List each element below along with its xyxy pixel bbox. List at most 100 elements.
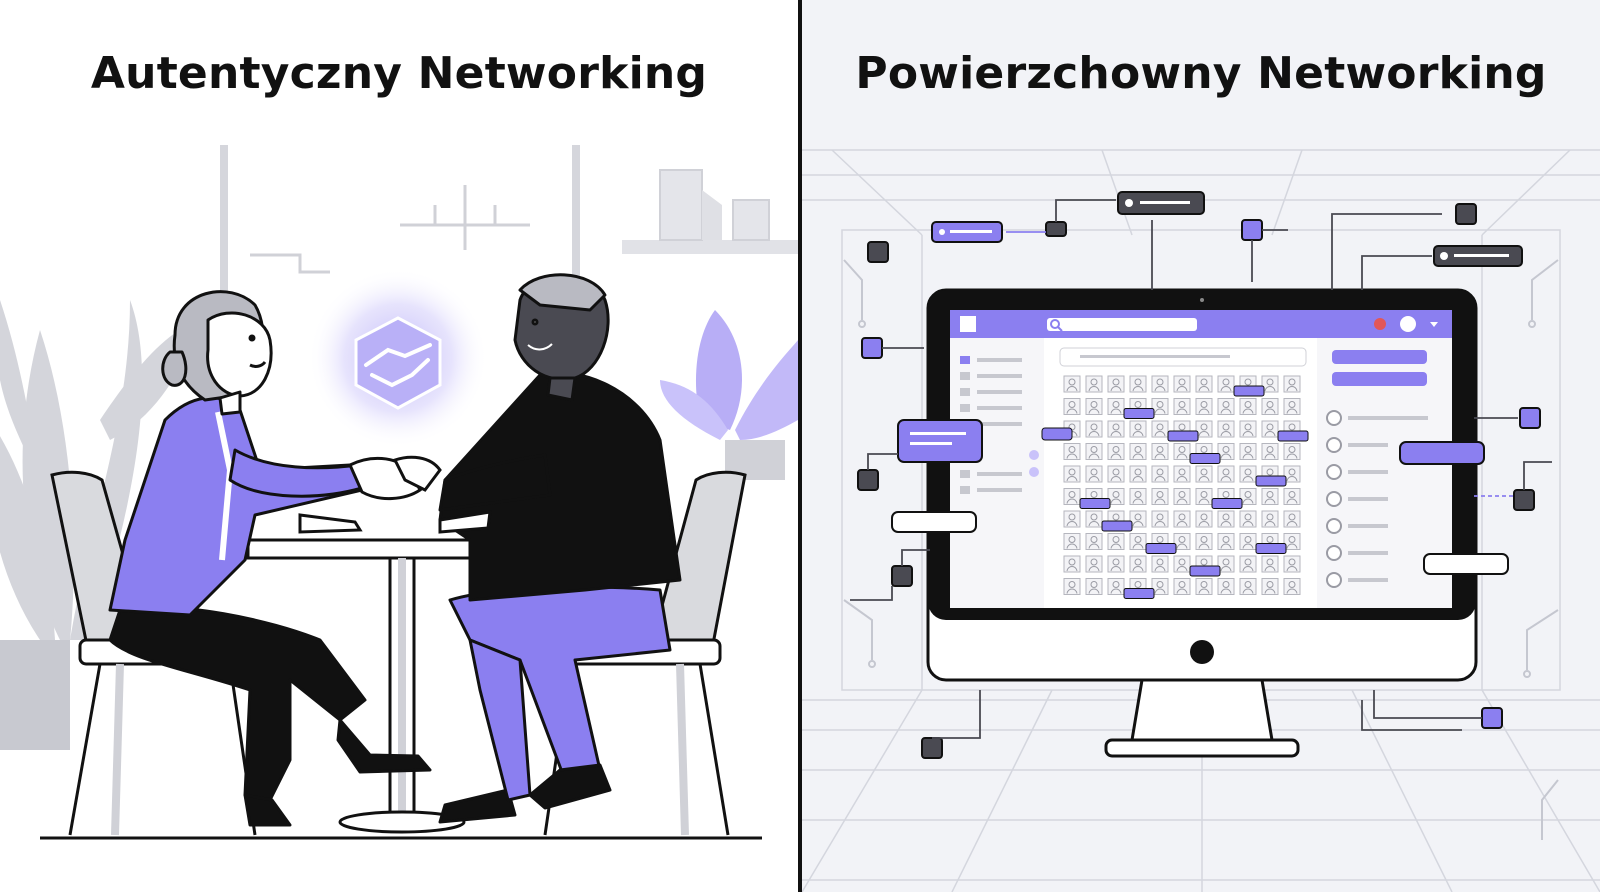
user-icon bbox=[1195, 375, 1213, 393]
panel-divider bbox=[798, 0, 802, 892]
contact-list bbox=[1326, 410, 1428, 588]
user-icon bbox=[1261, 398, 1279, 415]
chat-bubble-icon bbox=[1255, 475, 1287, 487]
monitor-illustration bbox=[802, 149, 1600, 892]
user-icon bbox=[1195, 510, 1213, 528]
user-icon bbox=[1261, 375, 1279, 393]
chat-bubble-icon bbox=[1211, 498, 1243, 509]
user-icon bbox=[1063, 578, 1081, 595]
user-icon bbox=[1085, 578, 1103, 595]
user-icon bbox=[1195, 398, 1213, 415]
user-icon bbox=[1261, 420, 1279, 438]
notification-icon bbox=[1374, 318, 1386, 330]
user-icon bbox=[1063, 510, 1081, 528]
user-icon bbox=[1173, 398, 1191, 415]
user-icon bbox=[1283, 533, 1301, 550]
chat-bubble-icon bbox=[1123, 408, 1155, 419]
user-icon bbox=[1217, 375, 1235, 393]
user-icon bbox=[1151, 420, 1169, 438]
user-icon bbox=[1063, 533, 1081, 550]
user-icon bbox=[1173, 375, 1191, 393]
user-icon bbox=[1195, 578, 1213, 595]
user-icon bbox=[1283, 375, 1301, 393]
user-icon bbox=[1217, 578, 1235, 595]
screen-ui bbox=[950, 310, 1452, 608]
user-icon bbox=[1173, 488, 1191, 505]
user-icon bbox=[1326, 491, 1388, 507]
user-icon bbox=[1151, 465, 1169, 483]
user-icon bbox=[1107, 375, 1125, 393]
home-icon bbox=[960, 356, 970, 364]
user-icon bbox=[1261, 488, 1279, 505]
handshake-cube-icon bbox=[308, 268, 488, 448]
user-icon bbox=[1239, 578, 1257, 595]
search-icon bbox=[1050, 319, 1063, 332]
user-icon bbox=[1173, 578, 1191, 595]
user-icon bbox=[1239, 465, 1257, 483]
user-icon bbox=[1107, 578, 1125, 595]
wall-shelf bbox=[622, 169, 798, 254]
user-icon bbox=[1107, 443, 1125, 460]
user-icon bbox=[1063, 443, 1081, 460]
user-icon bbox=[1283, 578, 1301, 595]
chat-bubble-icon bbox=[1189, 565, 1221, 577]
user-icon bbox=[1063, 465, 1081, 483]
user-icon bbox=[1217, 510, 1235, 528]
user-icon bbox=[1195, 420, 1213, 438]
user-icon bbox=[1129, 555, 1147, 573]
user-icon bbox=[1151, 488, 1169, 505]
user-icon bbox=[1217, 465, 1235, 483]
user-icon bbox=[1173, 465, 1191, 483]
user-icon bbox=[1195, 533, 1213, 550]
user-icon bbox=[1239, 488, 1257, 505]
user-icon bbox=[1217, 420, 1235, 438]
user-icon bbox=[1195, 488, 1213, 505]
user-icon bbox=[1085, 533, 1103, 550]
avatar-grid bbox=[1063, 375, 1309, 599]
user-icon bbox=[1283, 510, 1301, 528]
user-icon bbox=[1107, 555, 1125, 573]
user-icon bbox=[1129, 375, 1147, 393]
user-icon bbox=[1107, 533, 1125, 550]
user-icon bbox=[1239, 533, 1257, 550]
user-icon bbox=[1283, 443, 1301, 460]
floating-nodes bbox=[857, 203, 1541, 759]
user-icon bbox=[1239, 398, 1257, 415]
user-icon bbox=[1151, 510, 1169, 528]
user-icon bbox=[1085, 375, 1103, 393]
connection-arrows bbox=[850, 199, 1552, 739]
user-icon bbox=[1151, 398, 1169, 415]
user-icon bbox=[1107, 488, 1125, 505]
user-icon bbox=[1283, 555, 1301, 573]
chat-bubble-icon bbox=[1101, 520, 1133, 532]
user-icon bbox=[1129, 533, 1147, 550]
user-icon bbox=[1326, 545, 1388, 561]
chat-bubble-icon bbox=[897, 419, 983, 463]
user-icon bbox=[1239, 420, 1257, 438]
floating-badges bbox=[891, 191, 1523, 575]
user-icon bbox=[1173, 510, 1191, 528]
user-icon bbox=[1063, 488, 1081, 505]
user-icon bbox=[1173, 555, 1191, 573]
user-icon bbox=[1063, 398, 1081, 415]
user-icon bbox=[1129, 488, 1147, 505]
user-icon bbox=[1129, 420, 1147, 438]
woman-figure bbox=[108, 290, 432, 827]
user-icon bbox=[1261, 555, 1279, 573]
user-icon bbox=[1217, 533, 1235, 550]
user-icon bbox=[1283, 398, 1301, 415]
meeting-illustration bbox=[0, 145, 798, 840]
chat-bubble-icon bbox=[1123, 588, 1155, 599]
user-icon bbox=[1217, 398, 1235, 415]
user-icon bbox=[1239, 510, 1257, 528]
handshake bbox=[298, 455, 492, 534]
perspective-grid bbox=[802, 149, 1600, 892]
user-icon bbox=[1173, 443, 1191, 460]
chat-bubble-icon bbox=[1145, 543, 1177, 554]
avatar-icon bbox=[1400, 316, 1416, 332]
user-icon bbox=[1326, 518, 1388, 534]
user-icon bbox=[1151, 555, 1169, 573]
authentic-networking-panel: Autentyczny Networking bbox=[0, 0, 798, 892]
purple-plant bbox=[660, 310, 798, 480]
